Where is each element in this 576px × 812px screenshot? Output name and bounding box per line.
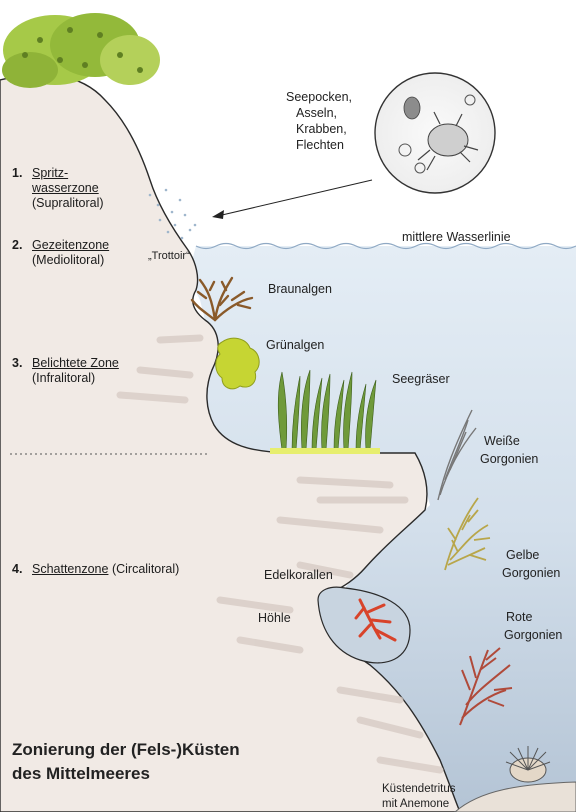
label-gelbe-gorgonien-1: Gelbe [506, 548, 539, 563]
zone-2-name: Gezeitenzone [32, 238, 109, 252]
zone-3-number: 3. [12, 356, 32, 371]
title-line-1: Zonierung der (Fels-)Küsten [12, 738, 240, 762]
label-seepocken: Seepocken, [286, 90, 352, 105]
seagrass-bed [270, 448, 380, 454]
diagram-title: Zonierung der (Fels-)Küsten des Mittelme… [12, 738, 240, 786]
zone-1-sub: (Supralitoral) [12, 196, 104, 211]
zone-1-label: 1.Spritz- wasserzone (Supralitoral) [12, 166, 104, 211]
zone-3-label: 3.Belichtete Zone (Infralitoral) [12, 356, 119, 386]
label-seegraeser: Seegräser [392, 372, 450, 387]
label-rote-gorgonien-1: Rote [506, 610, 532, 625]
zone-2-label: 2.Gezeitenzone (Mediolitoral) [12, 238, 109, 268]
zone-1-number: 1. [12, 166, 32, 181]
zone-4-extra: (Circalitoral) [112, 562, 179, 576]
zone-4-name: Schattenzone [32, 562, 108, 576]
pointer-arrow [212, 180, 372, 219]
zone-4-number: 4. [12, 562, 32, 577]
label-braunalgen: Braunalgen [268, 282, 332, 297]
label-kuestendetritus-2: mit Anemone [382, 797, 449, 812]
zone-2-number: 2. [12, 238, 32, 253]
zone-3-name: Belichtete Zone [32, 356, 119, 370]
label-gruenalgen: Grünalgen [266, 338, 324, 353]
label-trottoir: „Trottoir“ [148, 249, 190, 264]
label-asseln: Asseln, [296, 106, 337, 121]
zone-2-sub: (Mediolitoral) [12, 253, 109, 268]
label-krabben: Krabben, [296, 122, 347, 137]
label-flechten: Flechten [296, 138, 344, 153]
label-weisse-gorgonien-2: Gorgonien [480, 452, 538, 467]
organisms-bubble [375, 73, 495, 193]
label-edelkorallen: Edelkorallen [264, 568, 333, 583]
coastal-shrub [2, 13, 160, 88]
zone-1-name-line2: wasserzone [12, 181, 104, 196]
zone-4-label: 4.Schattenzone (Circalitoral) [12, 562, 179, 577]
label-kuestendetritus-1: Küstendetritus [382, 782, 456, 797]
zone-1-name-line1: Spritz- [32, 166, 68, 180]
label-hoehle: Höhle [258, 611, 291, 626]
label-gelbe-gorgonien-2: Gorgonien [502, 566, 560, 581]
title-line-2: des Mittelmeeres [12, 762, 240, 786]
label-rote-gorgonien-2: Gorgonien [504, 628, 562, 643]
zone-3-sub: (Infralitoral) [12, 371, 119, 386]
label-water-line: mittlere Wasserlinie [402, 230, 511, 245]
label-weisse-gorgonien-1: Weiße [484, 434, 520, 449]
